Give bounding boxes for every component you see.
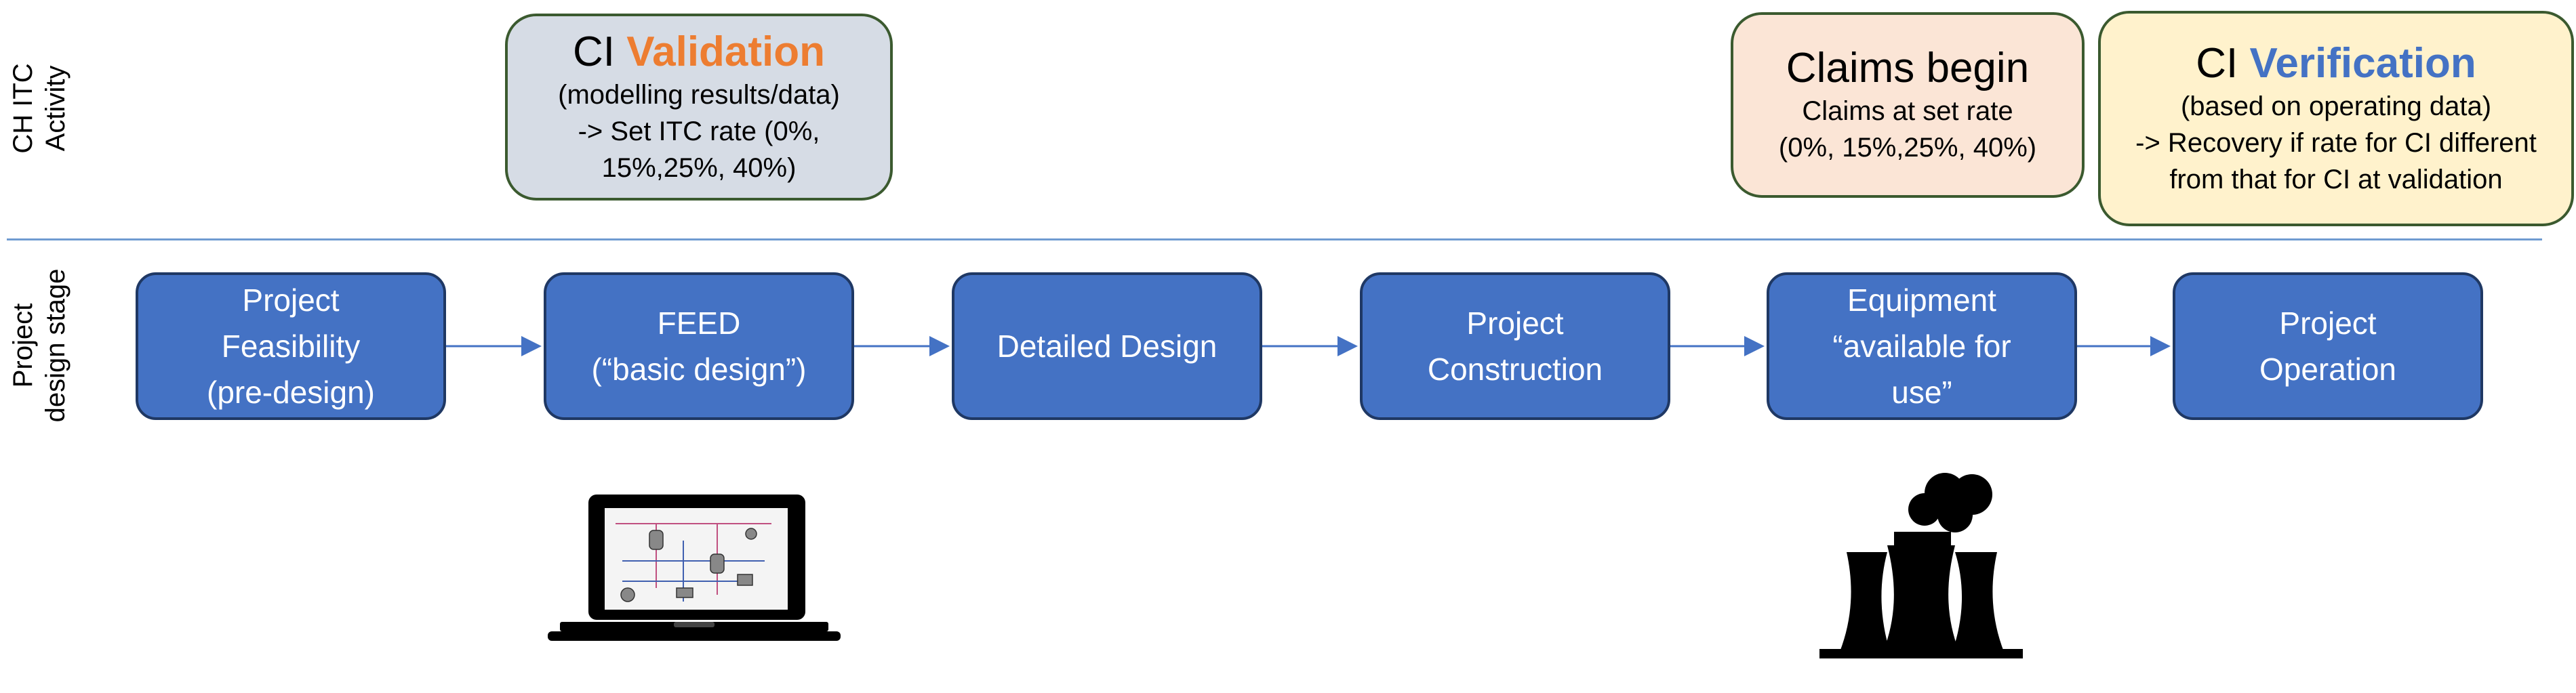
callout-verification-title-prefix: CI	[2196, 40, 2250, 87]
stage-equipment-available: Equipment “available for use”	[1767, 272, 2077, 420]
callout-validation-title-accent: Validation	[626, 28, 826, 75]
callout-verification-title-accent: Verification	[2249, 40, 2476, 87]
callout-validation-body: (modelling results/data) -> Set ITC rate…	[558, 80, 840, 183]
laptop-icon	[548, 495, 841, 641]
callout-ci-validation: CI Validation (modelling results/data) -…	[505, 14, 893, 201]
stage-feed: FEED (“basic design”)	[544, 272, 854, 420]
stage-project-construction: Project Construction	[1360, 272, 1670, 420]
callout-ci-verification: CI Verification (based on operating data…	[2098, 11, 2574, 226]
callout-verification-body: (based on operating data) -> Recovery if…	[2135, 91, 2537, 194]
callout-validation-title: CI Validation	[573, 28, 825, 77]
callout-claims-begin: Claims begin Claims at set rate (0%, 15%…	[1731, 12, 2085, 198]
factory-icon	[1819, 473, 2023, 658]
callout-claims-title: Claims begin	[1786, 45, 2030, 91]
stage-project-operation: Project Operation	[2173, 272, 2483, 420]
callout-verification-title: CI Verification	[2196, 39, 2476, 88]
stage-detailed-design: Detailed Design	[952, 272, 1262, 420]
callout-validation-title-prefix: CI	[572, 28, 627, 75]
row-divider	[7, 238, 2542, 240]
callout-claims-body: Claims at set rate (0%, 15%,25%, 40%)	[1778, 96, 2037, 163]
stage-project-feasibility: Project Feasibility (pre-design)	[136, 272, 446, 420]
